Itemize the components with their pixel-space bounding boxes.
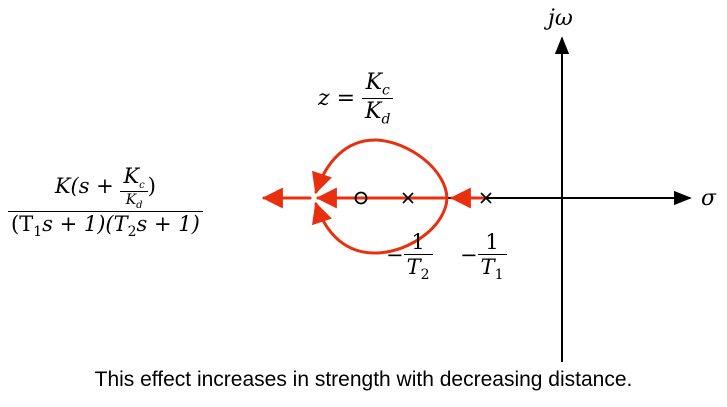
tf-den-part3: s + 1) <box>136 211 200 236</box>
zero-eq-num-sub: c <box>382 82 390 99</box>
tf-kd: K <box>125 192 137 209</box>
tf-kd-sub: d <box>136 199 143 211</box>
pole-t1-den: T <box>480 255 495 279</box>
locus-lower-arc <box>312 196 449 255</box>
tf-num-open: (s + <box>70 174 114 198</box>
pole-t2-sign: − <box>386 243 404 268</box>
pole-marker-t2 <box>402 192 414 204</box>
pole-t2-den: T <box>406 255 421 279</box>
tf-kc: K <box>123 164 140 188</box>
zero-eq-lhs: z = <box>318 85 356 111</box>
imag-axis-label: jω <box>548 6 573 31</box>
transfer-function: K(s + Kc Kd ) (T1s + 1)(T2s + 1) <box>8 164 203 240</box>
pole-marker-t1 <box>480 192 492 204</box>
zero-eq-den-sub: d <box>381 111 391 128</box>
tf-gain: K <box>54 174 71 198</box>
locus-upper-arc <box>312 138 449 200</box>
tf-den-sub1: 1 <box>33 224 43 241</box>
root-locus-branches <box>261 138 488 255</box>
pole-t1-num: 1 <box>485 230 499 254</box>
tf-kc-sub: c <box>139 180 145 192</box>
pole-t2-num: 1 <box>411 230 425 254</box>
tf-den-part2: s + 1)(T <box>42 211 128 236</box>
tf-den-sub2: 2 <box>127 224 137 241</box>
pole-label-t1: − 1 T1 <box>460 230 507 283</box>
pole-t1-sign: − <box>460 243 478 268</box>
zero-equation: z = Kc Kd <box>318 70 394 128</box>
caption: This effect increases in strength with d… <box>94 368 633 391</box>
tf-num-close: ) <box>147 174 156 198</box>
pole-label-t2: − 1 T2 <box>386 230 433 283</box>
zero-eq-den: K <box>365 99 382 125</box>
zero-eq-fraction: Kc Kd <box>362 70 394 128</box>
real-axis-label: σ <box>701 186 717 211</box>
zero-marker <box>354 191 368 205</box>
zero-eq-num: K <box>365 70 383 95</box>
tf-den-part1: (T <box>11 211 34 236</box>
pole-t2-den-sub: 2 <box>420 267 430 284</box>
pole-t1-den-sub: 1 <box>494 267 504 284</box>
tf-inner-fraction: Kc Kd <box>120 164 148 211</box>
